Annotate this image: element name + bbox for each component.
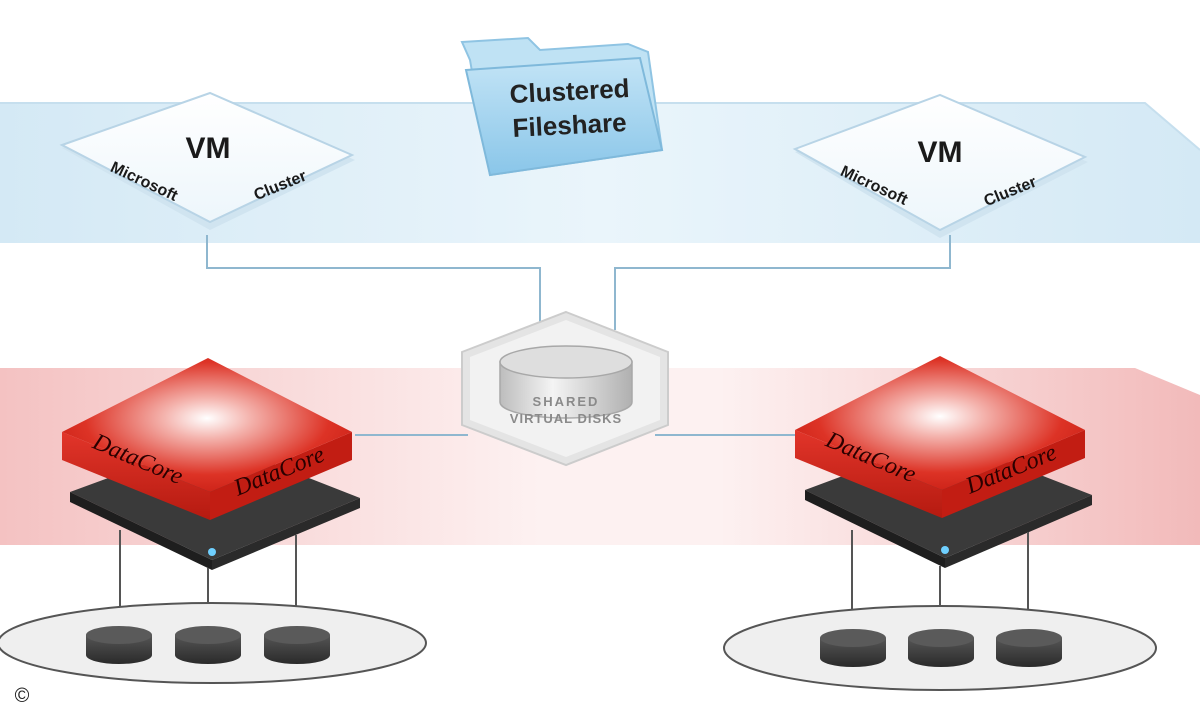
disk-icon [175, 626, 241, 664]
link-vm2-shared [614, 235, 951, 330]
disk-pool-2-disks [820, 629, 1062, 667]
copyright-mark: © [10, 684, 34, 708]
folder-label-line1: Clustered [509, 73, 630, 109]
disk-icon [264, 626, 330, 664]
datacore-node-1: DataCore DataCore [0, 358, 427, 684]
datacore-node-2: DataCore DataCore [723, 356, 1157, 691]
disk-icon [908, 629, 974, 667]
vm-tile-2: VM Microsoft Cluster [792, 93, 1088, 238]
vm-2-title: VM [918, 136, 963, 169]
clustered-fileshare-folder-icon: Clustered Fileshare [460, 36, 664, 177]
disk-icon [86, 626, 152, 664]
link-vm1-shared [206, 235, 541, 330]
shared-virtual-disks-icon: SHARED VIRTUAL DISKS [461, 310, 669, 467]
disk-pool-1-disks [86, 626, 330, 664]
disk-icon [820, 629, 886, 667]
vm-tile-1: VM Microsoft Cluster [59, 91, 355, 230]
shared-disks-line2: VIRTUAL DISKS [510, 411, 622, 426]
vm-band-edge [0, 102, 1200, 151]
vm-1-title: VM [186, 132, 231, 165]
shared-disks-line1: SHARED [533, 394, 600, 409]
server-2-led [941, 546, 949, 554]
server-1-led [208, 548, 216, 556]
connector-lines [206, 235, 951, 436]
disk-icon [996, 629, 1062, 667]
folder-label-line2: Fileshare [512, 107, 628, 143]
